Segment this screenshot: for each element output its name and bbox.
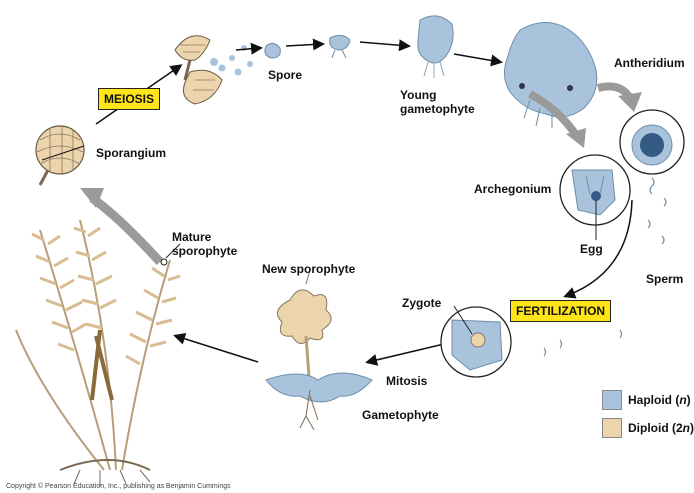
arrow-sporangium-to-spore — [236, 48, 260, 50]
antheridium-detail — [620, 110, 684, 174]
archegonium-detail — [560, 155, 630, 225]
meiosis-tag: MEIOSIS — [98, 88, 160, 110]
arrow-to-sporangium — [92, 198, 160, 262]
label-young-gametophyte-line2: gametophyte — [400, 102, 475, 116]
label-young-gametophyte-line1: Young — [400, 88, 436, 102]
label-mature-sporophyte-line2: sporophyte — [172, 244, 237, 258]
opening-sporangium-illustration — [175, 36, 253, 104]
legend-diploid: Diploid (2n) — [602, 418, 694, 438]
sporangium-illustration — [36, 126, 84, 185]
label-archegonium: Archegonium — [474, 182, 551, 196]
label-spore: Spore — [268, 68, 302, 82]
fertilization-tag: FERTILIZATION — [510, 300, 611, 322]
diploid-swatch — [602, 418, 622, 438]
legend-haploid-label: Haploid (n) — [628, 393, 691, 407]
arrow-germinating-to-young — [360, 42, 408, 46]
germinating-spore-illustration — [330, 35, 350, 58]
new-sporophyte-illustration — [266, 270, 372, 430]
arrow-gametophyte-to-mature-sporophyte — [176, 336, 258, 362]
label-mature-sporophyte-line1: Mature — [172, 230, 211, 244]
label-antheridium: Antheridium — [614, 56, 685, 70]
arrow-zygote-to-new-sporophyte — [368, 344, 444, 362]
label-egg: Egg — [580, 242, 603, 256]
label-mitosis: Mitosis — [386, 374, 427, 388]
copyright-text: Copyright © Pearson Education, Inc., pub… — [6, 483, 231, 490]
arrow-young-to-mature — [454, 54, 500, 62]
young-gametophyte-illustration — [418, 16, 453, 78]
arrow-spore-to-germinating — [286, 44, 322, 46]
spore-illustration — [265, 43, 280, 58]
label-new-sporophyte: New sporophyte — [262, 262, 355, 276]
haploid-swatch — [602, 390, 622, 410]
zygote-detail — [441, 306, 511, 377]
label-sporangium: Sporangium — [96, 146, 166, 160]
label-sperm: Sperm — [646, 272, 683, 286]
legend-haploid: Haploid (n) — [602, 390, 691, 410]
legend-diploid-label: Diploid (2n) — [628, 421, 694, 435]
label-zygote: Zygote — [402, 296, 441, 310]
label-gametophyte: Gametophyte — [362, 408, 439, 422]
